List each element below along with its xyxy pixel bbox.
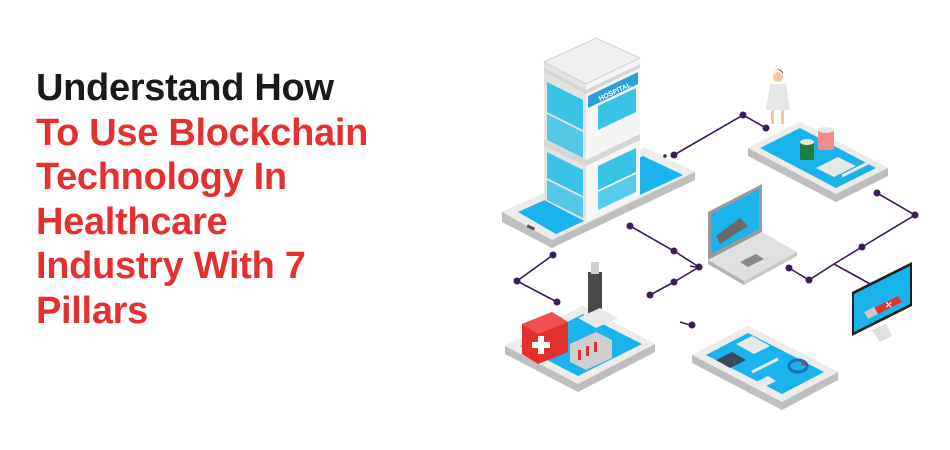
doctor-icon	[766, 69, 790, 124]
laptop-icon	[708, 184, 797, 285]
headline-line-6: Pillars	[36, 289, 148, 332]
hospital-building-icon: HOSPITAL	[542, 37, 642, 222]
test-tube-rack-icon	[570, 332, 612, 370]
network-nodes	[513, 111, 919, 329]
headline-line-5: Industry With 7	[36, 245, 306, 287]
headline-line-3: Technology In	[36, 156, 287, 198]
wearable-devices-icon	[716, 336, 809, 387]
headline-line-2: To Use Blockchain	[36, 111, 369, 154]
page-headline: Understand How To Use Blockchain Technol…	[36, 66, 486, 333]
microscope-icon	[578, 262, 618, 328]
usb-drive-icon: ✕	[864, 296, 902, 319]
monitor-usb	[852, 262, 912, 342]
first-aid-kit-icon	[522, 312, 568, 364]
doctor-pharmacy-phone	[748, 122, 888, 202]
devices-phone	[692, 326, 838, 410]
headline-line-1: Understand How	[36, 67, 334, 109]
headline-line-4: Healthcare	[36, 200, 228, 243]
healthcare-network-illustration: HOSPITAL	[502, 37, 919, 410]
svg-text:✕: ✕	[885, 300, 893, 310]
